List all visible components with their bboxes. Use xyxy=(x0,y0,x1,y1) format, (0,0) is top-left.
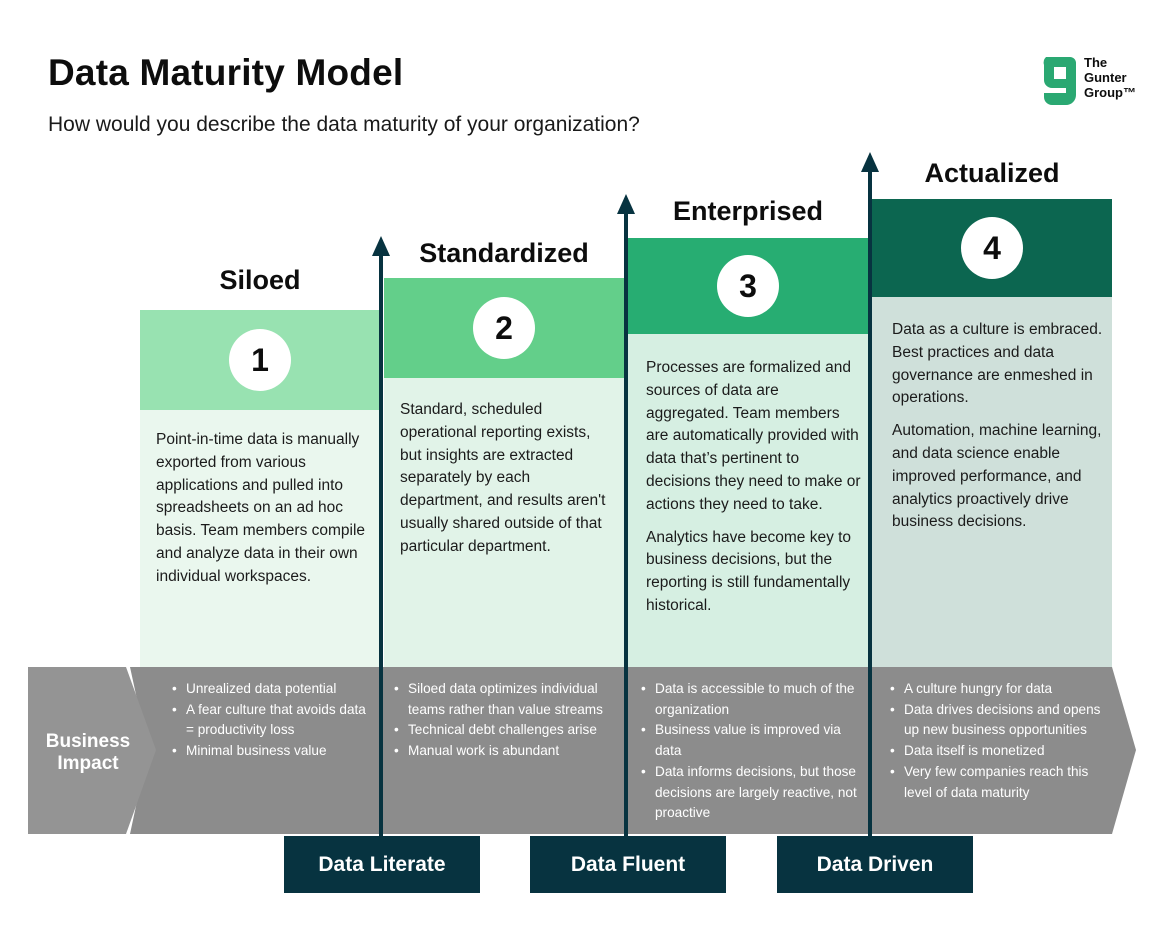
business-impact-label: Business Impact xyxy=(45,731,131,774)
list-item: Unrealized data potential xyxy=(168,679,376,700)
stage-1-header: 1 xyxy=(140,310,380,410)
list-item: Siloed data optimizes individual teams r… xyxy=(390,679,622,720)
stage-title-enterprised: Enterprised xyxy=(672,196,824,226)
stage-title-siloed: Siloed xyxy=(219,265,301,295)
list-item: A culture hungry for data xyxy=(886,679,1108,700)
stage-4-header: 4 xyxy=(872,199,1112,297)
stage-4-description: Data as a culture is embraced. Best prac… xyxy=(872,297,1112,668)
list-item: Minimal business value xyxy=(168,741,376,762)
list-item: Data drives decisions and opens up new b… xyxy=(886,700,1108,741)
stage-3-header: 3 xyxy=(628,238,868,334)
list-item: Very few companies reach this level of d… xyxy=(886,762,1108,803)
list-item: Data itself is monetized xyxy=(886,741,1108,762)
page-title: Data Maturity Model xyxy=(48,52,404,93)
stage-3-description: Processes are formalized and sources of … xyxy=(628,334,868,668)
arrow-up-icon xyxy=(372,236,390,836)
impact-list-3: Data is accessible to much of the organi… xyxy=(637,679,863,824)
stage-number-badge: 2 xyxy=(473,297,535,359)
impact-list-1: Unrealized data potential A fear culture… xyxy=(168,679,376,762)
stage-2-description: Standard, scheduled operational reportin… xyxy=(384,378,624,668)
stage-number-badge: 1 xyxy=(229,329,291,391)
stage-title-standardized: Standardized xyxy=(419,238,589,268)
arrow-up-icon xyxy=(617,194,635,836)
list-item: A fear culture that avoids data = produc… xyxy=(168,700,376,741)
list-item: Business value is improved via data xyxy=(637,720,863,761)
list-item: Data informs decisions, but those decisi… xyxy=(637,762,863,824)
stage-2-header: 2 xyxy=(384,278,624,378)
impact-list-2: Siloed data optimizes individual teams r… xyxy=(390,679,622,762)
arrow-up-icon xyxy=(861,152,879,836)
stage-title-actualized: Actualized xyxy=(924,158,1060,188)
g-logo-icon xyxy=(1043,57,1076,105)
list-item: Data is accessible to much of the organi… xyxy=(637,679,863,720)
logo-wordmark: The Gunter Group™ xyxy=(1084,55,1136,100)
page-subtitle: How would you describe the data maturity… xyxy=(48,113,640,136)
level-box-data-literate: Data Literate xyxy=(284,836,480,893)
impact-list-4: A culture hungry for data Data drives de… xyxy=(886,679,1108,803)
list-item: Manual work is abundant xyxy=(390,741,622,762)
list-item: Technical debt challenges arise xyxy=(390,720,622,741)
company-logo: The Gunter Group™ xyxy=(1042,55,1142,105)
stage-1-description: Point-in-time data is manually exported … xyxy=(140,410,380,668)
level-box-data-driven: Data Driven xyxy=(777,836,973,893)
stage-number-badge: 3 xyxy=(717,255,779,317)
stage-number-badge: 4 xyxy=(961,217,1023,279)
level-box-data-fluent: Data Fluent xyxy=(530,836,726,893)
